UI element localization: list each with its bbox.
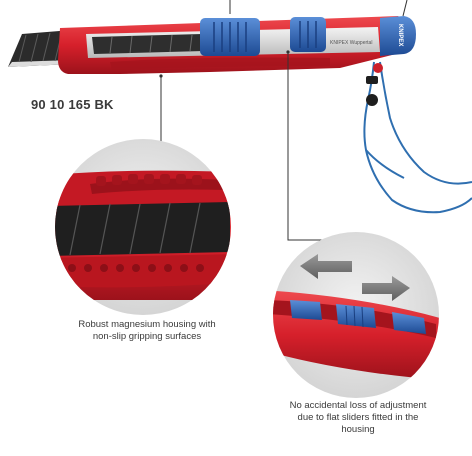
sliders-caption-line: housing [341,424,375,435]
housing-detail-circle [55,139,231,315]
engraving-text: KNIPEX Wuppertal [330,40,372,46]
slider-detail-circle [273,232,439,398]
sliders-caption-line: No accidental loss of adjustment [289,400,427,411]
arrow-left-icon [300,254,352,279]
lanyard-stopper [366,63,383,106]
leader-top-cap [402,0,408,17]
housing-caption-line: Robust magnesium housing with [78,319,216,330]
sliders-caption-line: due to flat sliders fitted in the [297,412,419,423]
housing-caption-line: non-slip gripping surfaces [92,331,202,342]
utility-knife: KNIPEX Wuppertal KNIPEX [8,16,472,214]
slider-rear [290,17,326,52]
end-cap-text: KNIPEX [397,24,403,46]
slider-front [200,18,260,56]
sliders-caption: No accidental loss of adjustment due to … [268,400,448,436]
model-number: 90 10 165 BK [31,97,114,112]
leader-housing [159,74,163,146]
leader-sliders [286,50,362,241]
lanyard [363,61,472,214]
housing-caption: Robust magnesium housing with non-slip g… [52,319,242,343]
end-cap: KNIPEX [380,16,416,56]
snap-off-blade [8,30,72,67]
arrow-right-icon [362,276,410,301]
slider-rear-detail [336,304,376,328]
slider-front-detail [290,300,322,320]
